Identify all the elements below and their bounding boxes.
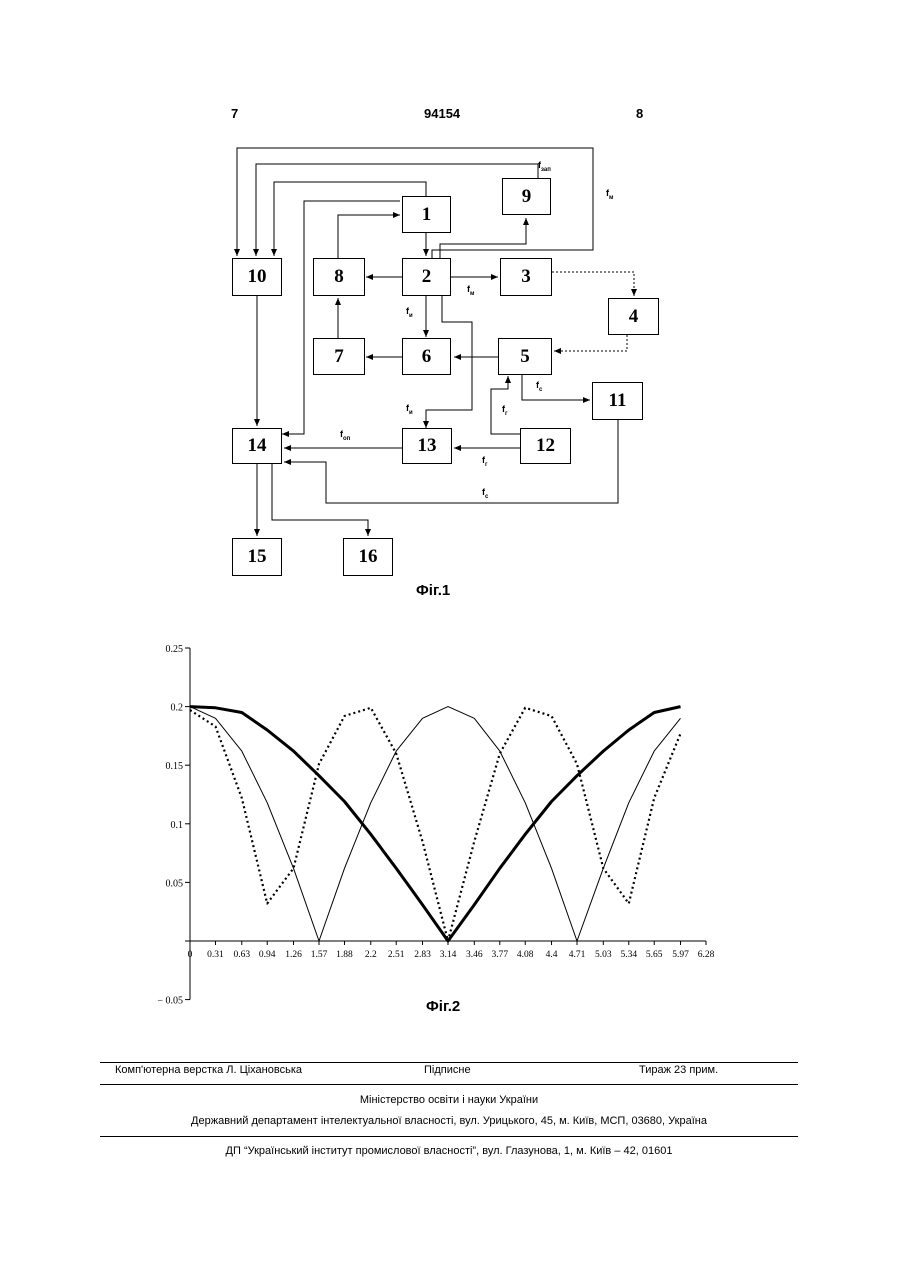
series-line-thick bbox=[190, 707, 681, 941]
y-tick-label: 0.2 bbox=[171, 703, 184, 714]
x-tick-label: 2.83 bbox=[414, 950, 431, 960]
x-tick-label: 6.28 bbox=[698, 950, 715, 960]
x-tick-label: 0.63 bbox=[233, 950, 250, 960]
y-tick-label: − 0.05 bbox=[157, 996, 183, 1007]
y-tick-label: 0.05 bbox=[166, 878, 184, 889]
footer-typesetter: Комп'ютерна верстка Л. Ціхановська bbox=[115, 1064, 302, 1076]
x-tick-label: 4.4 bbox=[546, 950, 558, 960]
footer-rule-bottom bbox=[100, 1136, 798, 1137]
x-tick-label: 1.88 bbox=[336, 950, 353, 960]
x-tick-label: 5.97 bbox=[672, 950, 689, 960]
x-tick-label: 2.51 bbox=[388, 950, 405, 960]
series-line-dotted bbox=[190, 708, 681, 941]
x-tick-label: 3.14 bbox=[440, 950, 457, 960]
y-tick-label: 0.15 bbox=[166, 761, 184, 772]
footer-institute: ДП “Український інститут промислової вла… bbox=[100, 1145, 798, 1157]
x-tick-label: 5.03 bbox=[595, 950, 612, 960]
y-tick-label: 0.25 bbox=[166, 644, 184, 655]
y-tick-label: 0.1 bbox=[171, 820, 184, 831]
chart-figure-2: 0.25 0.2 0.15 0.1 0.05 − 0.05 0 0.31 0.63 0.94 1.… bbox=[0, 0, 901, 1060]
series-line-thin-cos bbox=[190, 707, 681, 941]
footer-rule-middle bbox=[100, 1084, 798, 1085]
x-tick-label: 1.57 bbox=[311, 950, 328, 960]
x-tick-label: 0.94 bbox=[259, 950, 276, 960]
figure-2-caption: Фіг.2 bbox=[426, 998, 460, 1015]
x-tick-label: 3.77 bbox=[491, 950, 508, 960]
footer-ministry: Міністерство освіти і науки України bbox=[100, 1094, 798, 1106]
footer-rule-top bbox=[100, 1062, 798, 1063]
x-tick-label: 4.08 bbox=[517, 950, 534, 960]
x-tick-label: 4.71 bbox=[569, 950, 586, 960]
footer-department: Державний департамент інтелектуальної вл… bbox=[100, 1115, 798, 1127]
x-tick-label: 0.31 bbox=[207, 950, 224, 960]
x-tick-label: 2.2 bbox=[365, 950, 377, 960]
x-tick-label: 3.46 bbox=[466, 950, 483, 960]
x-tick-label: 5.34 bbox=[620, 950, 637, 960]
footer-signed: Підписне bbox=[424, 1064, 471, 1076]
footer-circulation: Тираж 23 прим. bbox=[639, 1064, 718, 1076]
x-tick-label: 1.26 bbox=[285, 950, 302, 960]
x-tick-label: 0 bbox=[188, 950, 193, 960]
x-tick-label: 5.65 bbox=[646, 950, 663, 960]
